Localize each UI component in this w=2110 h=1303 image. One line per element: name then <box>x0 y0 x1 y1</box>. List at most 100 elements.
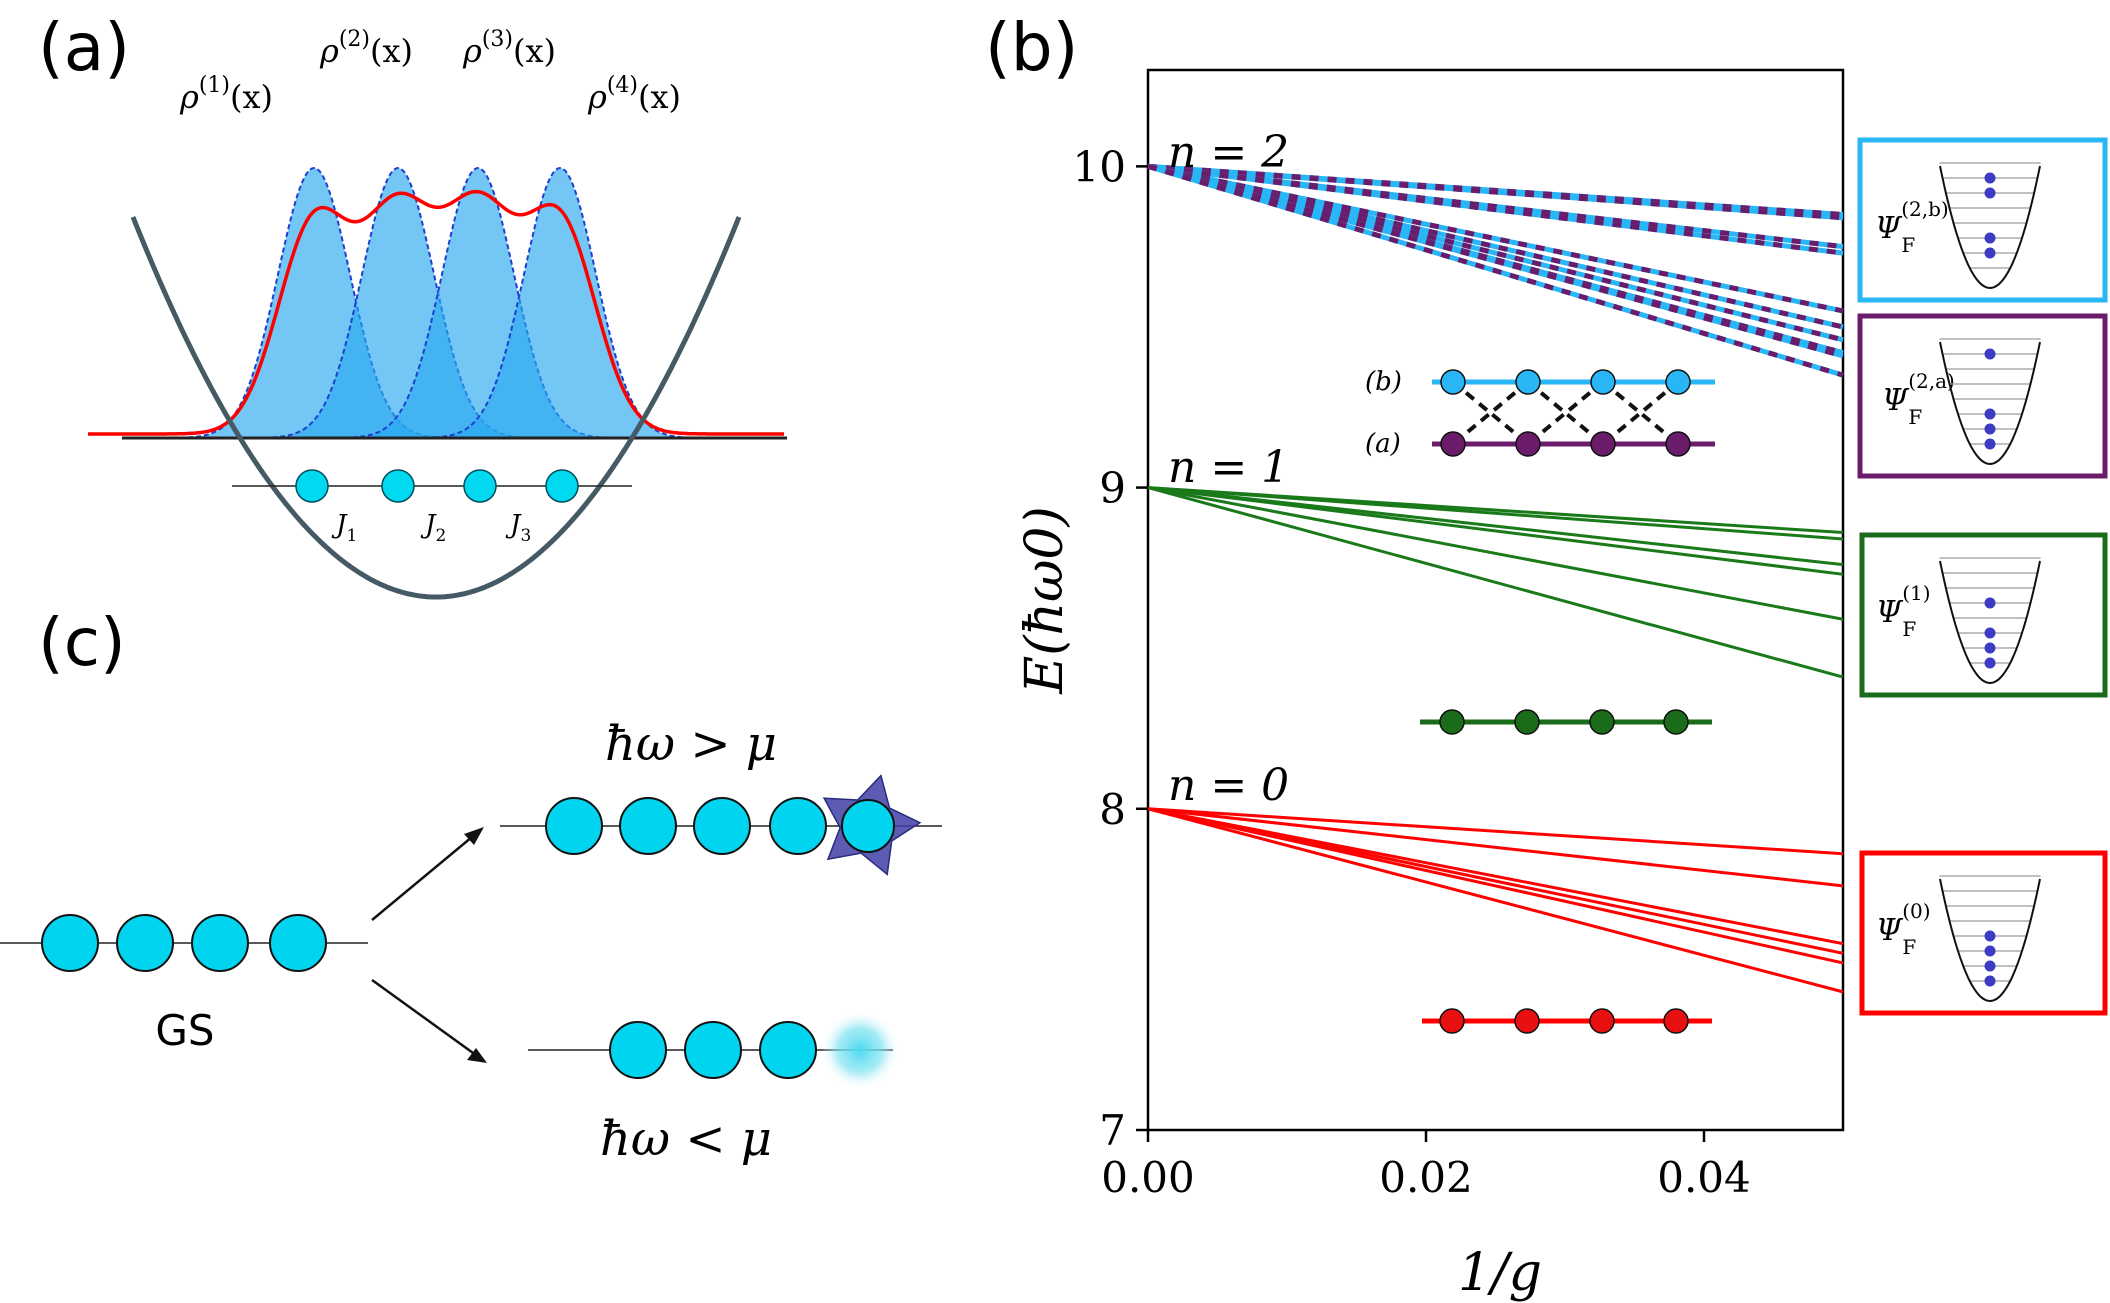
manifold-label-n0: n = 0 <box>1168 760 1289 811</box>
energy-line <box>1147 807 1844 994</box>
fermion-dot <box>1984 232 1996 244</box>
fermion-dot <box>1984 627 1996 639</box>
energy-line <box>1147 486 1844 567</box>
energy-line <box>1147 486 1844 576</box>
energy-line-dash <box>1147 163 1844 378</box>
chain-site-n1 <box>1663 709 1689 735</box>
panel-b-label: (b) <box>985 9 1078 86</box>
ladder-site-b <box>1665 369 1691 395</box>
energy-line-dash <box>1147 163 1844 330</box>
energy-line <box>1147 807 1844 965</box>
energy-line <box>1147 486 1844 679</box>
chain-inset-n0 <box>1422 1008 1712 1034</box>
y-axis-label: E(ħω0) <box>1015 506 1075 695</box>
fermion-dot <box>1984 945 1996 957</box>
y-tick-label: 9 <box>1099 464 1126 513</box>
chain-site-n1 <box>1589 709 1615 735</box>
upper-site <box>693 797 751 855</box>
x-tick-label: 0.00 <box>1101 1153 1195 1202</box>
chain-site <box>381 469 415 503</box>
chain-site-n1 <box>1514 709 1540 735</box>
x-tick-label: 0.04 <box>1657 1153 1751 1202</box>
panel-c-label: (c) <box>38 604 126 681</box>
orbital-density-1 <box>163 166 465 439</box>
fermion-dot <box>1984 408 1996 420</box>
chain-site <box>463 469 497 503</box>
ladder-site-b <box>1590 369 1616 395</box>
arrow-up <box>371 831 479 921</box>
rho-label-1: ρ(1)(x) <box>179 73 273 116</box>
energy-line <box>1147 807 1844 856</box>
ladder-inset: (b) (a) <box>1365 367 1715 459</box>
fermion-dot <box>1984 642 1996 654</box>
chain-site-n0 <box>1439 1008 1465 1034</box>
chain-inset-n1 <box>1420 709 1712 735</box>
state-label-2b: ΨF(2,b) <box>1875 197 1949 257</box>
panel-a-label: (a) <box>38 9 130 86</box>
fermion-dot <box>1984 960 1996 972</box>
energy-line <box>1147 163 1844 314</box>
y-tick-label: 8 <box>1099 785 1126 834</box>
orbital-density-3 <box>327 166 629 439</box>
well-outline <box>1939 878 2041 1003</box>
gs-label: GS <box>155 1006 214 1055</box>
fermion-dot <box>1984 597 1996 609</box>
rho-label-3: ρ(3)(x) <box>462 27 556 70</box>
state-label-0: ΨF(0) <box>1876 899 1931 959</box>
arrow-down <box>371 978 481 1060</box>
well-outline <box>1939 341 2041 466</box>
fermion-dot <box>1984 348 1996 360</box>
energy-line-dash <box>1147 163 1844 343</box>
orbital-density-4 <box>409 166 711 439</box>
orbital-density-2 <box>247 166 549 439</box>
state-box-2a: ΨF(2,a) <box>1857 313 2108 479</box>
upper-site <box>545 797 603 855</box>
fermion-dot <box>1984 930 1996 942</box>
fermion-dot <box>1984 438 1996 450</box>
energy-line <box>1147 807 1844 955</box>
ladder-label-a: (a) <box>1365 429 1401 459</box>
ladder-site-a <box>1440 431 1466 457</box>
energy-line <box>1147 807 1844 888</box>
total-density-curve <box>88 189 784 436</box>
state-box-1: ΨF(1) <box>1859 532 2108 698</box>
harmonic-trap-curve <box>130 216 742 600</box>
chain-site-n0 <box>1589 1008 1615 1034</box>
lower-condition-label: ħω < μ <box>600 1111 772 1167</box>
energy-line <box>1147 807 1844 946</box>
energy-line <box>1147 486 1844 541</box>
lower-site-glow <box>820 1010 900 1090</box>
state-box-0: ΨF(0) <box>1859 850 2108 1016</box>
energy-line-dash <box>1147 163 1844 359</box>
fermion-dot <box>1984 187 1996 199</box>
panel-a: (a) ρ(1)(x) ρ(2)(x) ρ(3)(x) ρ(4)(x) <box>38 9 787 600</box>
lower-site <box>684 1021 742 1079</box>
x-tick-label: 0.02 <box>1379 1153 1473 1202</box>
coupling-labels: J1 J2 J3 <box>331 510 531 546</box>
orbital-densities <box>163 166 711 439</box>
rho-label-2: ρ(2)(x) <box>319 27 413 70</box>
chain-site-n1 <box>1439 709 1465 735</box>
energy-line-dash <box>1147 163 1844 256</box>
manifold-label-n1: n = 1 <box>1168 442 1289 493</box>
arrow-up-head <box>464 827 484 845</box>
chain-site <box>545 469 579 503</box>
rho-labels: ρ(1)(x) ρ(2)(x) ρ(3)(x) ρ(4)(x) <box>179 27 681 116</box>
state-label-1: ΨF(1) <box>1876 581 1931 641</box>
state-boxes: ΨF(2,b) ΨF(2,a) ΨF(1) <box>1857 137 2108 1016</box>
upper-site <box>619 797 677 855</box>
fermion-dot <box>1984 172 1996 184</box>
gs-site <box>41 914 99 972</box>
energy-lines <box>1147 163 1844 994</box>
panel-c: (c) GS ħω > μ ħω < μ <box>0 604 942 1167</box>
gs-site <box>269 914 327 972</box>
upper-condition-label: ħω > μ <box>605 716 777 772</box>
x-axis-label: 1/g <box>1458 1243 1542 1303</box>
upper-site-added <box>841 799 895 853</box>
coupling-label-3: J3 <box>505 510 531 546</box>
fermion-dot <box>1984 423 1996 435</box>
state-label-2a: ΨF(2,a) <box>1882 369 1955 429</box>
coupling-label-1: J1 <box>331 510 357 546</box>
energy-line-dash <box>1147 163 1844 221</box>
well-outline <box>1939 165 2041 290</box>
